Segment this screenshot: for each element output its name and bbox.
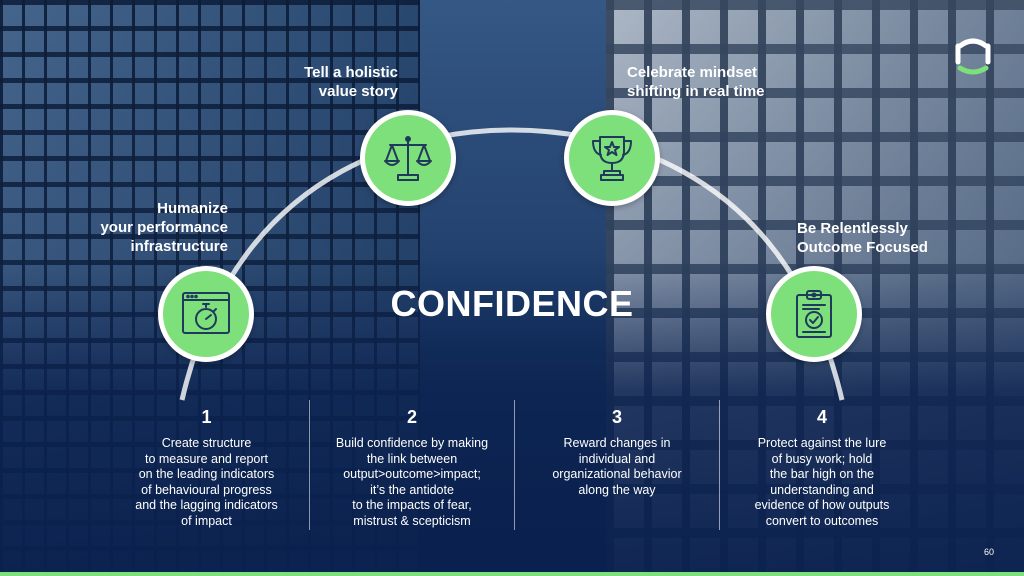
node-value-story <box>360 110 456 206</box>
trophy-icon <box>592 136 632 181</box>
step-description: Create structure to measure and report o… <box>135 436 278 528</box>
step-number: 1 <box>201 407 212 427</box>
clipboard-check-icon <box>796 290 832 338</box>
slide-title: CONFIDENCE <box>390 283 634 324</box>
step-number: 2 <box>406 407 417 427</box>
steps-columns: 1 Create structure to measure and report… <box>104 400 924 530</box>
page-number: 60 <box>984 547 995 557</box>
step-column-2: 2 Build confidence by making the link be… <box>309 400 514 530</box>
node-celebrate <box>564 110 660 206</box>
step-column-4: 4 Protect against the lure of busy work;… <box>719 400 924 530</box>
scales-icon <box>384 136 432 181</box>
node-humanize <box>158 266 254 362</box>
step-number: 4 <box>816 407 827 427</box>
step-description: Protect against the lure of busy work; h… <box>754 436 890 528</box>
step-description: Reward changes in individual and organiz… <box>552 436 682 497</box>
node-label-humanize: Humanize your performance infrastructure <box>100 200 228 255</box>
step-column-1: 1 Create structure to measure and report… <box>104 400 309 530</box>
node-outcome-focused <box>766 266 862 362</box>
node-label-outcome-focused: Be Relentlessly Outcome Focused <box>797 220 928 256</box>
step-number: 3 <box>611 407 622 427</box>
step-column-3: 3 Reward changes in individual and organ… <box>514 400 719 530</box>
stopwatch-icon <box>182 292 230 334</box>
step-description: Build confidence by making the link betw… <box>335 436 489 528</box>
node-label-celebrate: Celebrate mindset shifting in real time <box>627 64 765 100</box>
node-label-value-story: Tell a holistic value story <box>304 64 398 100</box>
brand-logo-icon <box>955 38 991 75</box>
bottom-accent-bar <box>0 572 1024 576</box>
